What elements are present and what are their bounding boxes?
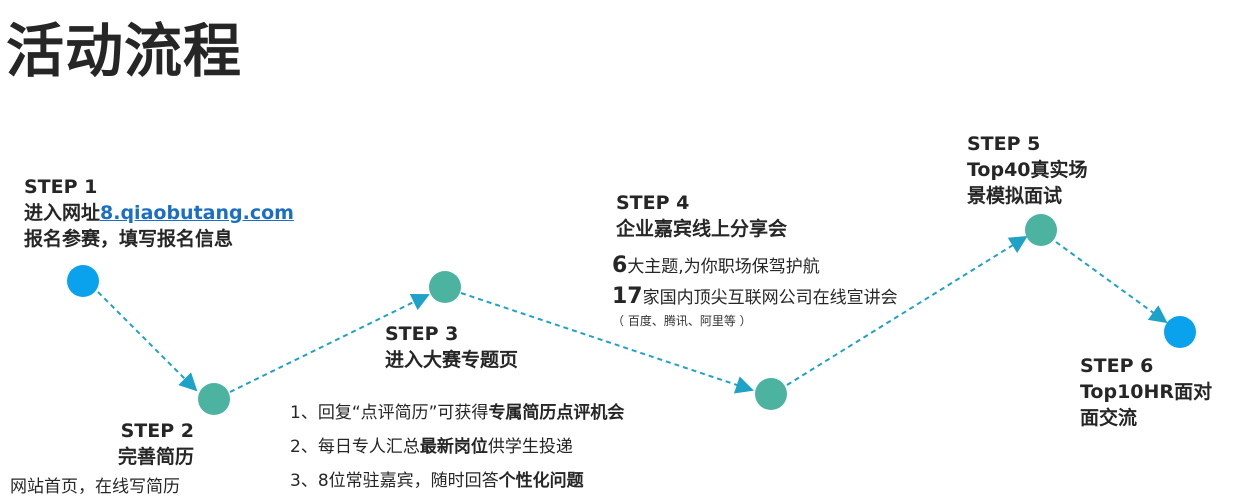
connector-1-2 (97, 291, 198, 392)
list-item: 3、8位常驻嘉宾，随时回答个性化问题 (290, 464, 624, 498)
node-step5 (1025, 214, 1057, 246)
step2-line1: 完善简历 (118, 446, 195, 468)
node-step1 (67, 265, 99, 297)
list-item-text: 3、8位常驻嘉宾，随时回答 (290, 471, 499, 491)
step5-block: STEP 5 Top40真实场 景模拟面试 (967, 131, 1088, 209)
step6-line1: Top10HR面对 (1080, 381, 1213, 403)
step2-block: STEP 2 完善简历 (118, 418, 194, 470)
step5-line1: Top40真实场 (967, 159, 1088, 181)
list-item-text: 1、回复“点评简历”可获得 (290, 403, 489, 423)
step5-line2: 景模拟面试 (967, 185, 1063, 207)
stat1-text: 大主题,为你职场保驾护航 (627, 257, 820, 277)
connector-2-3 (229, 293, 430, 393)
step6-block: STEP 6 Top10HR面对 面交流 (1080, 353, 1212, 431)
node-step3 (429, 271, 461, 303)
step1-link[interactable]: 8.qiaobutang.com (100, 202, 294, 224)
node-step2 (198, 383, 230, 415)
list-item: 2、每日专人汇总最新岗位供学生投递 (290, 430, 624, 464)
step6-label: STEP 6 (1080, 355, 1154, 377)
step1-label: STEP 1 (24, 176, 98, 198)
list-item-bold: 最新岗位 (419, 437, 488, 457)
connector-4-5 (786, 235, 1028, 386)
step6-line2: 面交流 (1080, 407, 1138, 429)
step1-prefix: 进入网址 (24, 202, 101, 224)
step4-block: STEP 4 企业嘉宾线上分享会 (616, 190, 787, 242)
step3-line1: 进入大赛专题页 (385, 349, 519, 371)
list-item-text: 2、每日专人汇总 (290, 437, 420, 457)
list-item: 1、回复“点评简历”可获得专属简历点评机会 (290, 396, 624, 430)
step1-block: STEP 1 进入网址8.qiaobutang.com 报名参赛，填写报名信息 (24, 174, 294, 252)
step4-note: （ 百度、腾讯、阿里等 ） (612, 314, 752, 328)
stat2-number: 17 (612, 284, 643, 309)
step1-line2: 报名参赛，填写报名信息 (24, 228, 234, 250)
step4-stat1: 6大主题,为你职场保驾护航 (612, 252, 820, 278)
step2-note: 网站首页，在线写简历 (10, 477, 180, 497)
step3-list: 1、回复“点评简历”可获得专属简历点评机会 2、每日专人汇总最新岗位供学生投递 … (290, 396, 624, 498)
stat1-number: 6 (612, 253, 628, 278)
connector-5-6 (1055, 241, 1168, 324)
connector-3-4 (460, 292, 754, 394)
step2-label: STEP 2 (120, 420, 195, 442)
stat2-text: 家国内顶尖互联网公司在线宣讲会 (642, 288, 898, 308)
step5-label: STEP 5 (967, 133, 1041, 155)
step4-label: STEP 4 (616, 192, 690, 214)
step3-label: STEP 3 (385, 323, 459, 345)
list-item-bold: 个性化问题 (498, 471, 584, 491)
list-item-suffix: 供学生投递 (487, 437, 573, 457)
page-title: 活动流程 (6, 17, 243, 85)
step3-block: STEP 3 进入大赛专题页 (385, 321, 518, 373)
node-step4 (755, 378, 787, 410)
step4-line1: 企业嘉宾线上分享会 (616, 218, 788, 240)
node-step6 (1164, 316, 1196, 348)
list-item-bold: 专属简历点评机会 (488, 403, 625, 423)
step4-stat2: 17家国内顶尖互联网公司在线宣讲会 (612, 283, 898, 309)
